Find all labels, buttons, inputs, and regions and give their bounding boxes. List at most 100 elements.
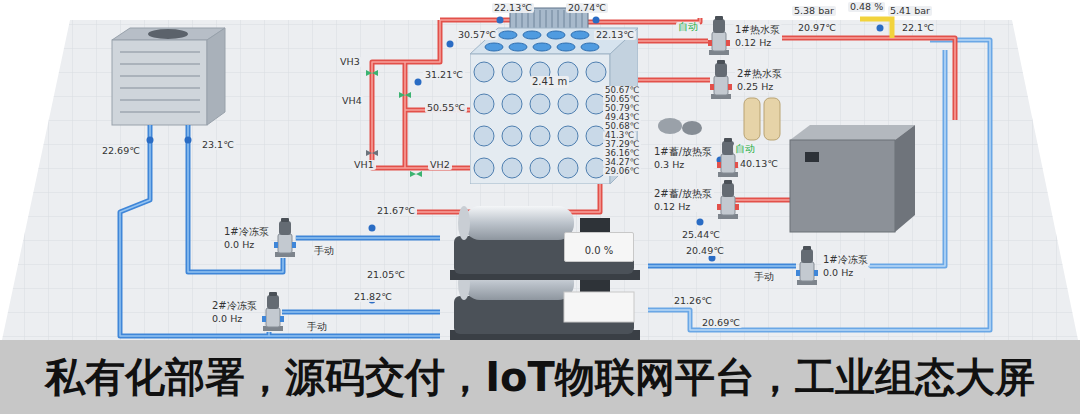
reading-label: 21.82℃ xyxy=(352,292,394,302)
pump-symbol xyxy=(724,138,732,142)
tank-symbol xyxy=(557,43,575,51)
caption-text: 私有化部署，源码交付，IoT物联网平台，工业组态大屏 xyxy=(45,350,1035,405)
pipe-highlight xyxy=(648,265,796,267)
tank-symbol xyxy=(502,158,522,178)
pump-symbol xyxy=(713,19,725,33)
sensor-dot xyxy=(147,137,154,144)
pump-node: 2#热水泵0.25 Hz xyxy=(710,60,784,100)
cooling-tower xyxy=(112,28,225,40)
pump-node: 1#冷冻泵0.0 Hz xyxy=(222,218,296,258)
water-treatment xyxy=(658,118,682,134)
tank-symbol xyxy=(581,43,599,51)
pipe-highlight xyxy=(638,79,710,81)
pump-text: 1#冷冻泵0.0 Hz xyxy=(821,254,870,278)
pressure-pipe xyxy=(860,19,892,38)
tank-symbol xyxy=(530,94,550,114)
pump-symbol xyxy=(724,180,732,184)
reading-label: 自动 xyxy=(676,22,700,32)
pump-node: 1#蓄/放热泵0.3 Hz xyxy=(652,138,739,178)
reading-label: VH1 xyxy=(352,160,376,170)
pump-symbol xyxy=(708,40,712,46)
tank-symbol xyxy=(558,158,578,178)
tank-symbol xyxy=(485,43,503,51)
reading-label: 50.65℃ xyxy=(603,95,641,104)
reading-label: 22.69℃ xyxy=(100,146,142,156)
pump-frequency: 0.0 Hz xyxy=(222,239,271,250)
pump-frequency: 0.0 Hz xyxy=(210,313,259,324)
pump-symbol xyxy=(803,246,811,250)
pump-name: 2#蓄/放热泵 xyxy=(652,188,714,200)
sensor-dot xyxy=(447,41,454,48)
reading-label: 5.38 bar xyxy=(792,6,836,16)
pump-symbol xyxy=(717,60,725,64)
reading-label: 31.21℃ xyxy=(423,70,465,80)
pump-frequency: 0.25 Hz xyxy=(735,81,784,92)
reading-label: 21.26℃ xyxy=(672,296,714,306)
pump-symbol xyxy=(714,76,728,95)
reading-label: 20.69℃ xyxy=(700,318,742,328)
pump-symbol xyxy=(278,234,292,253)
valve-symbol xyxy=(410,171,422,177)
pump-symbol xyxy=(279,221,291,235)
pump-name: 1#冷冻泵 xyxy=(222,226,271,238)
reading-label: 20.97℃ xyxy=(796,23,838,33)
reading-label: VH4 xyxy=(340,96,364,106)
electrical-cabinet xyxy=(790,125,915,140)
pump-name: 1#蓄/放热泵 xyxy=(652,146,714,158)
pump-text: 2#蓄/放热泵0.12 Hz xyxy=(652,188,714,212)
reading-label: 22.1℃ xyxy=(900,23,936,33)
tank-symbol xyxy=(558,126,578,146)
pump-name: 1#热水泵 xyxy=(733,24,782,36)
tank-symbol xyxy=(474,94,494,114)
sensor-dot xyxy=(147,17,884,304)
tank-symbol xyxy=(470,54,610,184)
cooling-tower xyxy=(148,29,188,39)
pump-node: 1#热水泵0.12 Hz xyxy=(708,16,782,56)
pump-symbol xyxy=(715,16,723,20)
tank-symbol xyxy=(502,62,522,82)
pipe-connector xyxy=(296,238,440,239)
pipe-highlight xyxy=(296,237,440,239)
reading-label: 21.67℃ xyxy=(375,206,417,216)
pump-symbol xyxy=(726,40,730,46)
sensor-dot xyxy=(593,17,600,24)
reading-label: 50.67℃ xyxy=(603,86,641,95)
reading-label: 30.57℃ xyxy=(456,30,498,40)
pump-symbol xyxy=(274,218,296,258)
tank-symbol xyxy=(523,31,541,39)
water-treatment xyxy=(682,121,702,135)
tank-symbol xyxy=(502,94,522,114)
pipe-connector xyxy=(638,41,708,42)
floor xyxy=(2,20,1078,340)
pump-symbol xyxy=(717,162,721,168)
floor xyxy=(2,20,1078,340)
chilled-water-pipe xyxy=(648,40,990,330)
pump-symbol xyxy=(800,262,814,281)
sensor-dot xyxy=(369,225,376,232)
pump-name: 1#冷冻泵 xyxy=(821,254,870,266)
reading-label: 34.27℃ xyxy=(603,158,641,167)
pump-frequency: 0.12 Hz xyxy=(652,201,714,212)
pipe-body xyxy=(648,264,796,269)
pump-symbol xyxy=(262,316,266,322)
pump-symbol xyxy=(801,249,813,263)
pump-symbol xyxy=(267,295,279,309)
reading-label: 25.44℃ xyxy=(680,230,722,240)
valve-symbol xyxy=(366,70,378,76)
pump-symbol xyxy=(814,270,818,276)
chiller-symbol xyxy=(464,206,574,240)
tank-symbol xyxy=(474,62,494,82)
pump-symbol xyxy=(796,246,818,286)
reading-label: 手动 xyxy=(305,322,329,332)
pump-text: 2#冷冻泵0.0 Hz xyxy=(210,300,259,324)
sensor-dot xyxy=(497,17,504,24)
load-reading: 0.0 % xyxy=(564,232,634,262)
pump-text: 1#热水泵0.12 Hz xyxy=(733,24,782,48)
tank-symbol xyxy=(558,94,578,114)
chilled-water-pipe xyxy=(120,40,990,336)
pump-symbol xyxy=(269,292,277,296)
pipe-body xyxy=(638,78,710,83)
pump-symbol xyxy=(722,183,734,197)
reading-label: 49.43℃ xyxy=(603,113,641,122)
reading-label: 37.29℃ xyxy=(603,140,641,149)
